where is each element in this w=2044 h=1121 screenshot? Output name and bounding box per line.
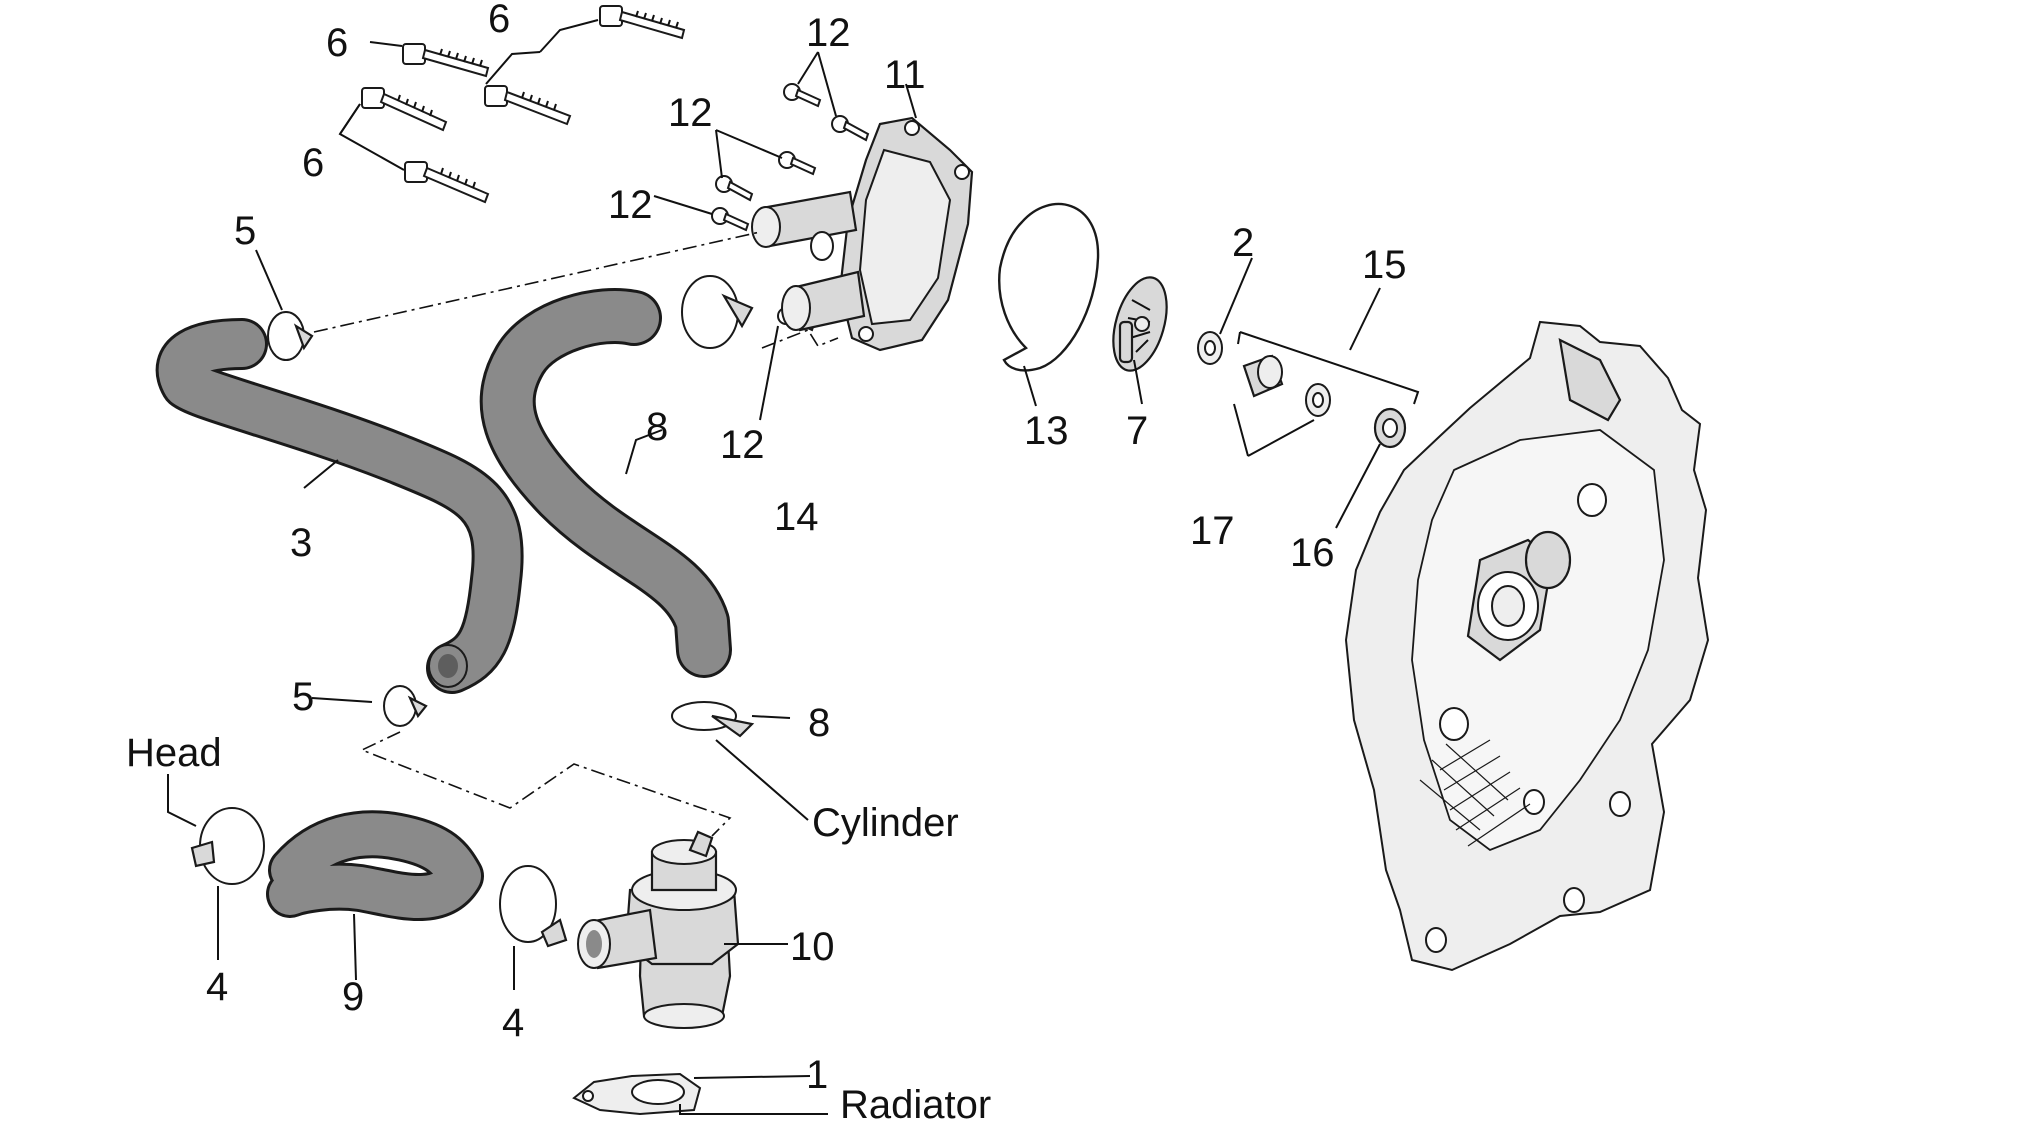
routing-dash-bottom (359, 731, 732, 837)
washer-2 (1197, 331, 1223, 365)
callout-10: 10 (790, 925, 835, 969)
clamp-4-left (190, 807, 265, 885)
callout-2: 2 (1232, 221, 1254, 265)
label-head: Head (126, 731, 222, 775)
gasket-1 (572, 1072, 702, 1116)
callout-16: 16 (1290, 531, 1335, 575)
impeller-7 (1112, 276, 1168, 372)
bolt-6-middle-right (484, 85, 572, 126)
callout-11: 11 (884, 53, 926, 97)
callout-12-top: 12 (806, 11, 851, 55)
hose-3 (155, 318, 524, 694)
callout-17: 17 (1190, 509, 1235, 553)
callout-12-upper: 12 (668, 91, 713, 135)
callout-8-bottom: 8 (808, 701, 830, 745)
crankcase-cover-15 (1344, 320, 1710, 972)
screw-12-d (715, 175, 754, 202)
screw-12-c (778, 151, 817, 176)
callout-5-bottom: 5 (292, 675, 314, 719)
callout-4-left: 4 (206, 965, 228, 1009)
bolt-6-top-left (402, 43, 490, 78)
o-ring-13 (998, 202, 1100, 372)
callout-6-top-left: 6 (326, 21, 348, 65)
label-radiator: Radiator (840, 1083, 991, 1121)
seal-17-b (1305, 383, 1331, 417)
routing-dash-top (313, 231, 761, 333)
clamp-5-bottom (383, 685, 428, 727)
callout-6-top-right: 6 (488, 0, 510, 41)
clamp-5-top (267, 311, 314, 361)
routing-dash-middle (761, 329, 839, 349)
callout-8-top: 8 (646, 405, 668, 449)
seal-17-a (1242, 354, 1284, 398)
callout-14: 14 (774, 495, 819, 539)
callout-12-bottom: 12 (720, 423, 765, 467)
clamp-4-right (499, 865, 568, 948)
callout-6-left: 6 (302, 141, 324, 185)
screw-12-b (831, 115, 870, 142)
callout-15: 15 (1362, 243, 1407, 287)
screw-12-e (711, 207, 750, 232)
screw-12-a (783, 83, 822, 108)
callout-5-top: 5 (234, 209, 256, 253)
pump-cover-11 (751, 116, 974, 352)
label-cylinder: Cylinder (812, 801, 959, 845)
thermostat-housing-10 (577, 830, 740, 1029)
bolt-6-middle-left (361, 87, 448, 132)
callout-9: 9 (342, 975, 364, 1019)
callout-13: 13 (1024, 409, 1069, 453)
callout-12-middle: 12 (608, 183, 653, 227)
hose-9 (266, 810, 484, 921)
callout-4-right: 4 (502, 1001, 524, 1045)
clamp-8-bottom (671, 701, 755, 738)
bolt-6-bottom (404, 161, 490, 204)
callout-7: 7 (1126, 409, 1148, 453)
clamp-8-top (681, 275, 754, 349)
hose-14 (479, 287, 732, 678)
callout-1: 1 (806, 1053, 828, 1097)
bolt-6-top-right (599, 5, 686, 40)
oil-seal-16 (1373, 407, 1407, 449)
leader-lines (167, 19, 1420, 1115)
callout-3: 3 (290, 521, 312, 565)
